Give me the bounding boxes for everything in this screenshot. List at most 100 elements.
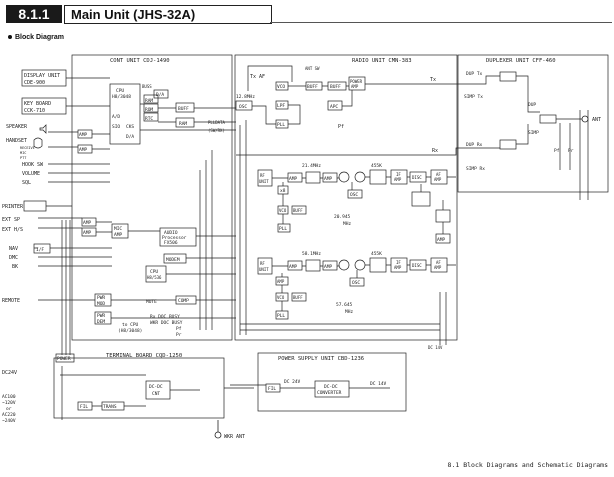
- rx-455k-label: 455K: [371, 163, 382, 169]
- speaker-icon: [39, 124, 47, 134]
- rx-if-freq-2: 20.945: [334, 214, 351, 220]
- dcdc-converter-label-2: CONVERTER: [317, 390, 342, 396]
- wkr-amp-2-label: AMP: [324, 264, 332, 270]
- handset-label: HANDSET: [6, 138, 27, 144]
- rtc-label: RTC: [145, 116, 153, 122]
- tx-osc-block: [235, 100, 253, 111]
- speaker-amp-label: AMP: [79, 132, 87, 138]
- bullet-icon: [8, 35, 12, 40]
- ram2-label: RAM: [179, 121, 187, 127]
- dup-lpf: [539, 114, 557, 124]
- pwr-mod-label-1: PWR: [97, 295, 105, 301]
- rx-x8-label: x8: [280, 188, 286, 194]
- cpu-model: H8/3048: [112, 94, 131, 100]
- display-unit-model: CDE-900: [24, 80, 45, 86]
- busy-pf: Pf: [176, 326, 182, 332]
- dup-bpf-mid: [499, 139, 517, 150]
- vertical-buses: [61, 110, 589, 355]
- ad-label: A/D: [112, 114, 120, 120]
- da-block: [153, 89, 169, 99]
- dc14v-label: DC 14V: [428, 345, 443, 350]
- sio-label: SIO: [112, 124, 120, 130]
- power-amp-block: [348, 76, 366, 91]
- wkr-if-freq-1: 58.1MHz: [302, 251, 321, 257]
- cont-unit-frame: [71, 54, 233, 341]
- pwr-mod-label-2: MOD: [97, 301, 105, 307]
- power-supply-title: POWER SUPPLY UNIT CBD-1236: [278, 356, 364, 362]
- terminal-board-title: TERMINAL BOARD CQD-1250: [106, 353, 182, 359]
- wkr-rf-label-1: RF: [260, 261, 265, 266]
- ext-hs-label: EXT H/S: [2, 227, 23, 233]
- to-cpu-label-2: (H8/3048): [118, 328, 142, 334]
- rx-amp-3-label: AMP: [437, 237, 445, 243]
- bk-label: BK: [12, 264, 18, 270]
- modem-label: MODEM: [166, 257, 180, 263]
- footer-caption: 8.1 Block Diagrams and Schematic Diagram…: [447, 461, 608, 469]
- busy-rx: Rx DOC BUSY: [150, 314, 180, 320]
- remote-label: REMOTE: [2, 298, 20, 304]
- apc-label: APC: [330, 104, 338, 110]
- rx-amp-2-label: AMP: [324, 176, 332, 182]
- rx-amp-2: [322, 172, 338, 183]
- wkr-if-mhz: MHz: [345, 309, 353, 315]
- dcdc-cnt-label-1: DC-DC: [149, 384, 163, 390]
- cpu2-model: H8/536: [147, 275, 162, 280]
- dc24v-ps-label: DC 24V: [284, 379, 301, 385]
- wkr-amp-2: [322, 260, 338, 271]
- rx-osc-label: OSC: [350, 192, 358, 198]
- rx-amp-1-label: AMP: [289, 176, 297, 182]
- power-amp-label-2: AMP: [351, 84, 359, 89]
- simp-rx-label: SIMP Rx: [466, 166, 485, 172]
- ant-sw-label: ANT SW: [305, 66, 320, 71]
- rx-osc: [347, 189, 363, 199]
- speaker-label: SPEAKER: [6, 124, 28, 130]
- dmc-label: DMC: [9, 255, 18, 261]
- rx-af-amp-label-1: AF: [436, 172, 441, 177]
- tx-lpf-label: LPF: [277, 103, 285, 109]
- pwr-dem-label-2: DEM: [97, 319, 105, 325]
- cpu2-label: CPU: [150, 269, 158, 275]
- tx-label: Tx: [430, 77, 436, 83]
- keyboard-label: KEY BOARD: [24, 101, 51, 107]
- cks-label: CKS: [126, 124, 134, 130]
- rx-disc-label: DISC: [412, 175, 422, 180]
- cont-buff-block: [175, 102, 195, 113]
- rx-rf-label-2: UNIT: [259, 179, 269, 184]
- handset-mic: MIC: [20, 151, 26, 155]
- handset-receive: RECEIVE: [20, 146, 35, 150]
- ac-in-2: ~120V: [2, 400, 16, 406]
- bus-label: BUSS: [142, 84, 152, 89]
- printer-label: PRINTER: [2, 204, 24, 210]
- mic-amp-label-1: MIC: [114, 226, 122, 232]
- interface-label: I/F: [36, 247, 44, 253]
- mic-amp-label-2: AMP: [114, 232, 122, 238]
- handset-icon: [33, 137, 43, 149]
- cont-buff-label: BUFF: [178, 106, 189, 112]
- ant-icon: [580, 115, 589, 123]
- duplexer-unit-frame: [457, 54, 609, 193]
- printer-box: [23, 200, 47, 212]
- wkr-if-amp-label-1: IF: [396, 260, 401, 265]
- power-label-box: [55, 353, 75, 363]
- tx-buff1-label: BUFF: [307, 84, 318, 90]
- wkr-af-amp-label-2: AMP: [434, 265, 442, 270]
- power-supply-frame: [257, 352, 407, 412]
- section-number: 8.1.1: [6, 5, 62, 23]
- ant-label: ANT: [592, 117, 601, 123]
- wkr-osc-label: OSC: [352, 280, 360, 286]
- wkr-ant-icon: [214, 420, 222, 439]
- wkr-if-block: [411, 191, 431, 207]
- ram-block: [143, 94, 159, 104]
- power-amp-label-1: POWER: [350, 79, 363, 84]
- interface-block: [33, 243, 51, 254]
- pr-right-label: Pr: [568, 148, 574, 154]
- rx-mixer-2: [354, 171, 366, 183]
- fil-term-label: FIL: [80, 404, 88, 410]
- ext-amp-1-label: AMP: [83, 220, 91, 226]
- rx-af-filter: [435, 209, 451, 223]
- duplexer-unit-title: DUPLEXER UNIT CFF-460: [486, 58, 556, 64]
- audio-processor-block: [159, 227, 197, 247]
- da-label: D/A: [126, 134, 134, 140]
- wkr-buff-block: [291, 292, 307, 302]
- busy-wkr: WKR DOC BUSY: [150, 320, 183, 326]
